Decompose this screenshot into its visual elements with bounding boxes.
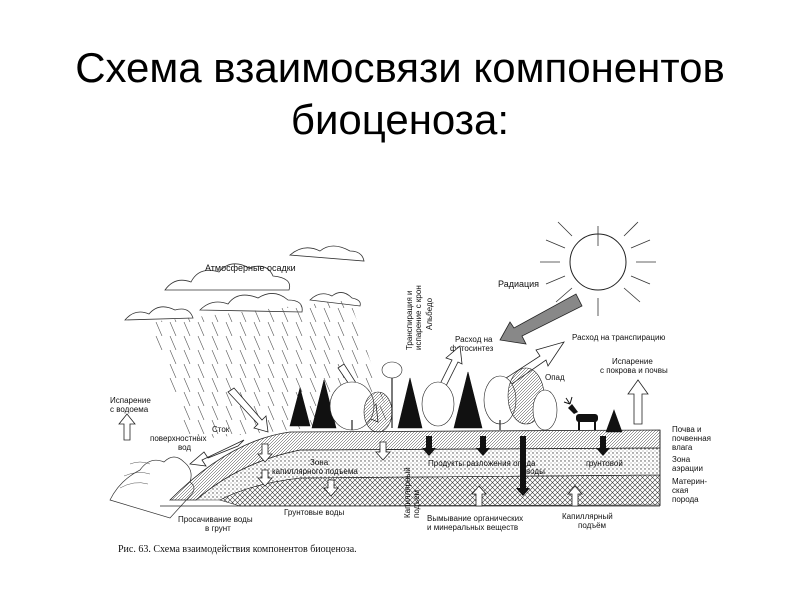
label-runoff-2: поверхностных [150,434,206,443]
label-parent-3: порода [672,495,699,504]
moose-icon [563,396,598,430]
slide-title: Схема взаимосвязи компонентов биоценоза: [0,42,800,146]
label-evap-cover-2: с покрова и почвы [600,366,668,375]
label-aeration-2: аэрации [672,464,703,473]
label-runoff-3: вод [178,443,191,452]
figure-caption: Рис. 63. Схема взаимодействия компоненто… [118,544,357,555]
label-radiation: Радиация [498,279,539,289]
leaching-arrows [422,436,610,496]
slide-title-line-2: биоценоза: [290,96,510,144]
label-runoff-1: Сток [212,425,230,434]
forest [289,361,623,433]
evap-water-arrow [118,413,136,441]
label-capillary-vert-2: подъем [412,490,421,518]
seepage-arrows [257,441,583,507]
label-decomp-1: Продукты разложения опада [428,459,536,468]
label-seepage-1: Просачивание воды [178,515,253,524]
label-capillary-vert-1: Капиллярный [403,467,412,518]
sun-icon [540,221,656,316]
label-evap-water-1: Испарение [110,396,151,405]
label-precipitation: Атмосферные осадки [205,263,296,273]
label-evap-cover-1: Испарение [612,357,653,366]
label-ground-waters: Грунтовые воды [284,508,344,517]
label-soil-1: Почва и [672,425,702,434]
label-parent-2: ская [672,486,688,495]
label-parent-1: Материн- [672,477,707,486]
label-capillary-rise-1: Капиллярный [562,512,613,521]
label-decomp-2: воды [526,467,545,476]
label-capillary-zone-2: капиллярного подъема [272,467,358,476]
label-transpiration-1: Транспирация и [405,290,414,350]
label-aeration-1: Зона [672,455,691,464]
label-photosynthesis-1: Расход на [455,335,493,344]
label-capillary-zone-1: Зона [310,458,329,467]
label-soil-3: влага [672,443,693,452]
label-groundwater: грунтовой [586,459,623,468]
slide-title-line-1: Схема взаимосвязи компонентов [75,44,725,92]
label-soil-2: почвенная [672,434,711,443]
label-seepage-2: в грунт [205,524,231,533]
label-capillary-rise-2: подъём [578,521,606,530]
label-albedo: Альбедо [425,297,434,330]
label-leaching-2: и минеральных веществ [427,523,518,532]
label-litter: Опад [545,373,565,382]
label-leaching-1: Вымывание органических [427,514,523,523]
label-photosynthesis-2: фотосинтез [450,344,494,353]
label-transpiration-2: испарение с крон [414,285,423,350]
water-body [109,456,195,519]
label-evap-water-2: с водоема [110,405,149,414]
radiation-arrow [499,293,583,345]
soil-layers [160,429,661,507]
label-transpiration-use: Расход на транспирацию [572,333,665,342]
evap-cover-arrow [627,379,649,425]
